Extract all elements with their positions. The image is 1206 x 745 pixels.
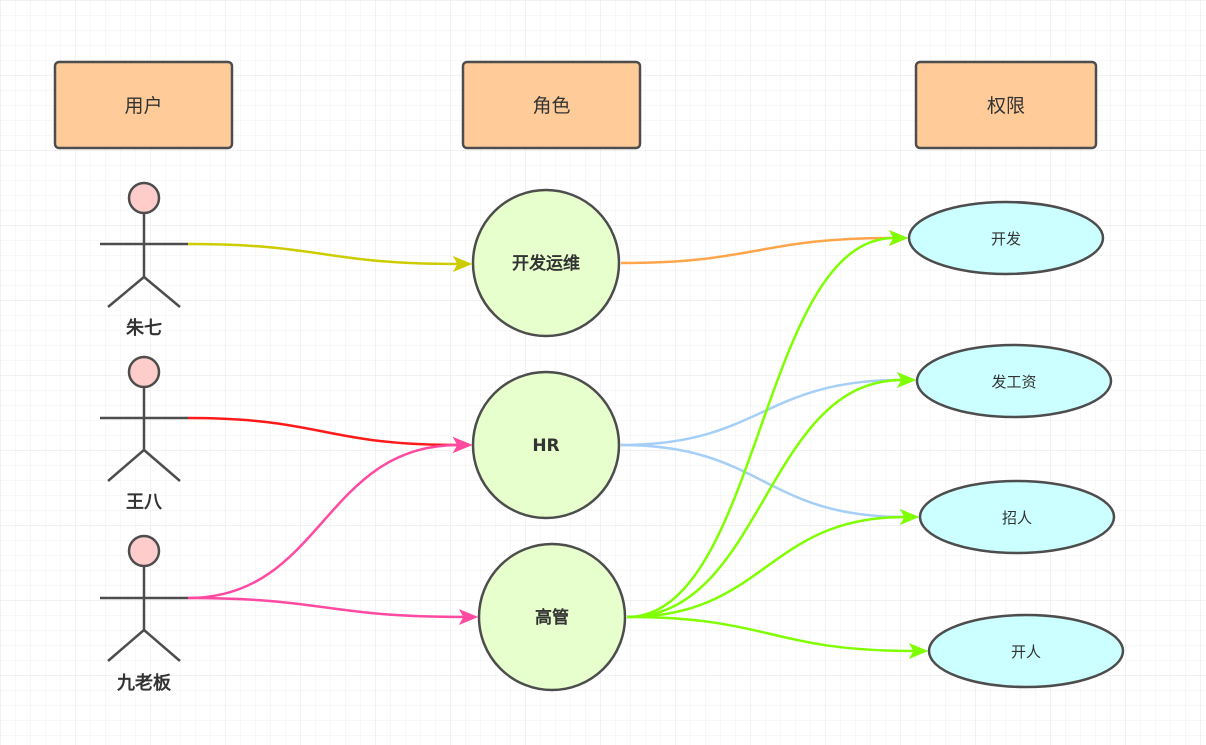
edge-r1-p1	[620, 236, 895, 265]
header-roles-label: 角色	[532, 95, 570, 117]
edge-u3-r2	[187, 443, 459, 600]
arrow-head-icon	[458, 608, 479, 626]
user-head-icon	[127, 355, 161, 389]
permission-label: 发工资	[991, 373, 1036, 391]
role-node-3: 高管	[477, 542, 627, 692]
arrow-head-icon	[908, 642, 929, 660]
permission-node-3: 招人	[918, 479, 1116, 555]
arrow-head-icon	[452, 436, 473, 454]
permission-label: 招人	[1002, 509, 1032, 527]
user-head-icon	[127, 534, 161, 568]
header-users-label: 用户	[124, 95, 162, 117]
header-permissions-label: 权限	[987, 95, 1025, 117]
edge-u2-r2	[187, 416, 459, 447]
user-figure-3: 九老板	[100, 534, 188, 694]
role-node-2: HR	[471, 370, 621, 520]
edge-u1-r1	[187, 242, 459, 266]
user-label: 朱七	[126, 317, 162, 339]
user-figure-2: 王八	[100, 355, 188, 513]
header-roles: 角色	[461, 60, 642, 150]
edge-r3-p1	[626, 236, 895, 619]
role-label: 高管	[535, 607, 569, 628]
permission-label: 开人	[1011, 643, 1041, 661]
edge-r2-p3	[620, 443, 906, 519]
user-figure-1: 朱七	[100, 181, 188, 339]
edge-r3-p4	[626, 615, 915, 653]
header-permissions: 权限	[914, 60, 1098, 150]
permission-label: 开发	[991, 230, 1021, 248]
arrow-head-icon	[888, 229, 909, 247]
edges-layer	[187, 229, 929, 660]
header-users: 用户	[53, 60, 234, 150]
user-head-icon	[127, 181, 161, 215]
edge-r2-p2	[620, 378, 903, 447]
arrow-head-icon	[899, 508, 920, 526]
permission-node-1: 开发	[907, 200, 1105, 276]
permission-node-4: 开人	[927, 613, 1125, 689]
role-label: HR	[532, 436, 559, 456]
arrow-head-icon	[452, 255, 473, 273]
edge-u3-r3	[187, 596, 465, 619]
user-label: 王八	[126, 492, 163, 513]
edge-r3-p3	[626, 515, 906, 619]
permission-node-2: 发工资	[915, 343, 1113, 419]
user-label: 九老板	[116, 672, 172, 694]
role-node-1: 开发运维	[471, 188, 621, 338]
edge-r3-p2	[626, 378, 903, 619]
role-label: 开发运维	[512, 253, 580, 274]
arrow-head-icon	[896, 371, 917, 389]
